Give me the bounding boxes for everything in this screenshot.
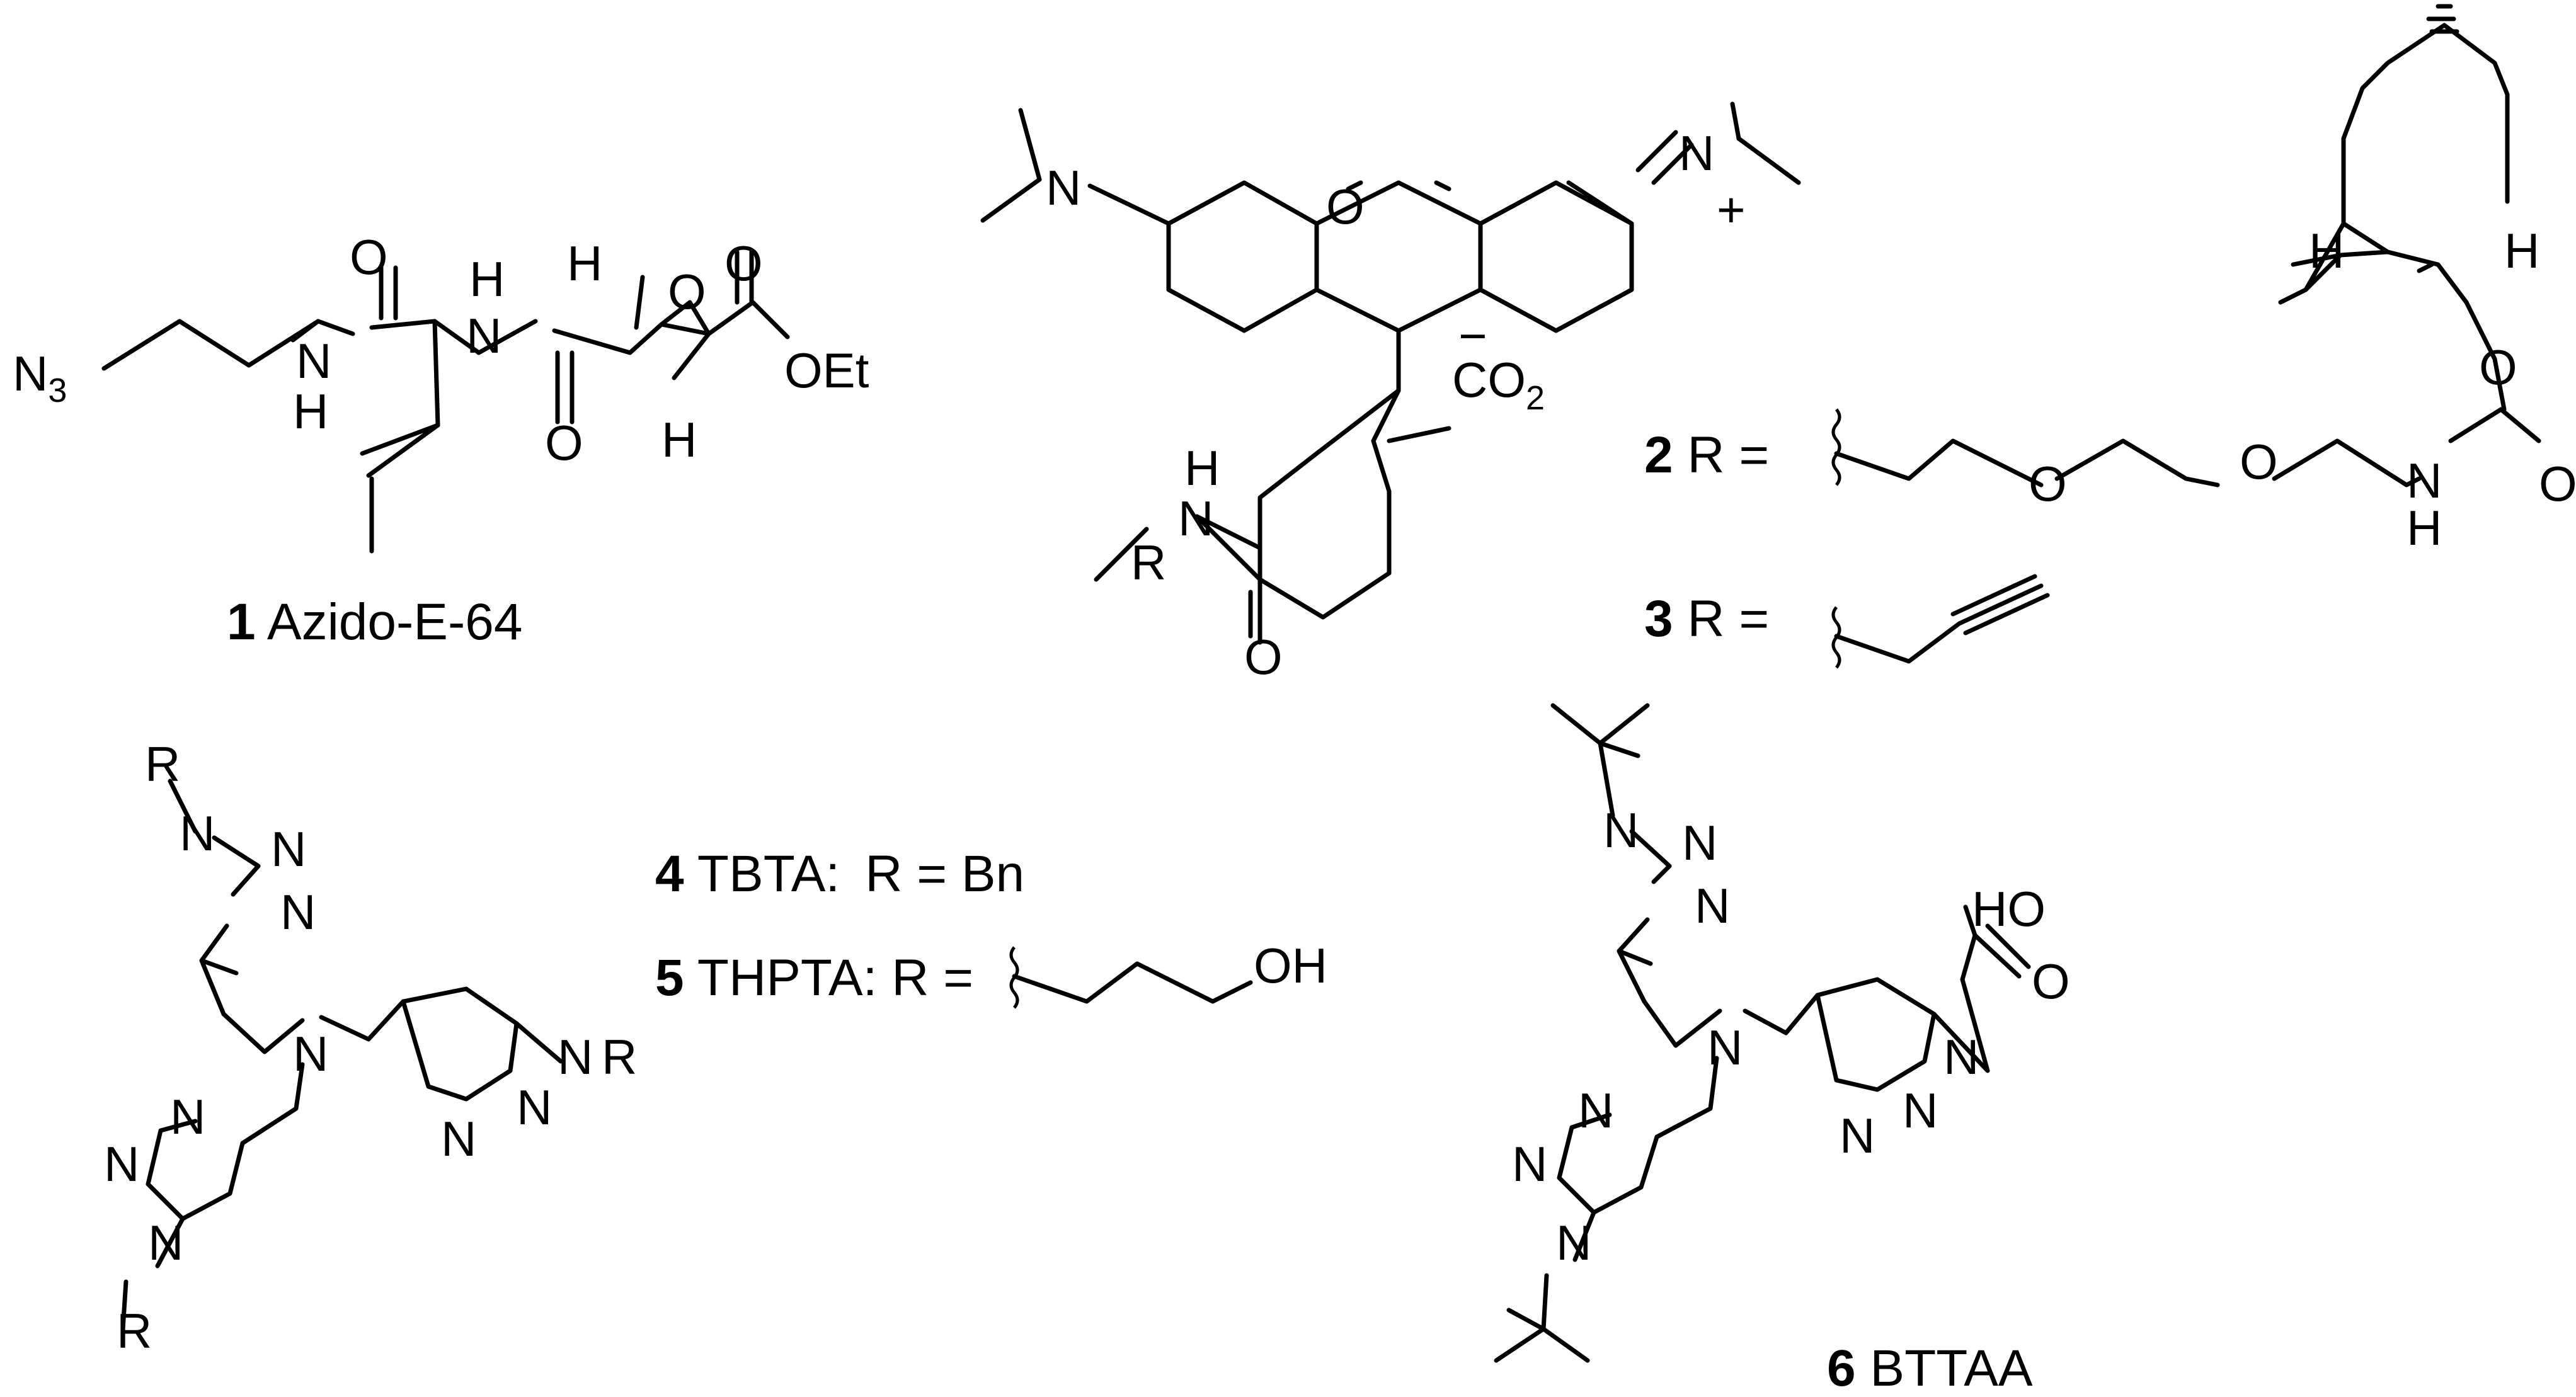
atom-label: N — [271, 821, 306, 877]
compound-2-structure — [1831, 4, 2541, 488]
atom-label: HO — [1972, 881, 2046, 937]
atom-label: N — [1679, 125, 1714, 181]
atom-label: O — [2240, 434, 2278, 489]
atom-label: O — [1244, 629, 1283, 685]
atom-label: O — [1326, 179, 1365, 234]
atom-label: R — [1131, 535, 1166, 590]
atom-label: N — [441, 1111, 476, 1166]
atom-label: N — [517, 1080, 552, 1135]
atom-label: N — [1512, 1136, 1547, 1192]
compound-2-label: 2 R = — [1644, 426, 1769, 484]
atom-label: O — [2539, 456, 2576, 511]
atom-label: OH — [1254, 938, 1327, 993]
bttaa-structure — [1494, 703, 2031, 1363]
charge-label: − — [1458, 308, 1487, 363]
atom-label: R — [145, 736, 180, 792]
atom-label: H — [567, 236, 602, 291]
atom-label: O — [2032, 954, 2070, 1009]
atom-label: O — [2479, 339, 2517, 395]
atom-label: N — [558, 1029, 593, 1085]
atom-label: O — [545, 415, 583, 470]
atom-label: N — [296, 333, 331, 389]
atom-label: H — [2309, 223, 2344, 278]
atom-label: N — [466, 308, 501, 363]
atom-label: N — [1178, 491, 1213, 546]
atom-label: O — [668, 264, 706, 319]
atom-label: N — [1603, 802, 1639, 858]
tbta-structure — [120, 778, 563, 1331]
rhodamine-structure — [980, 101, 1801, 645]
atom-label: O — [2029, 456, 2067, 511]
atom-label: N — [2407, 453, 2442, 508]
atom-label: N — [1903, 1083, 1938, 1138]
atom-label: N — [1840, 1108, 1875, 1163]
atom-label: R — [117, 1303, 152, 1359]
atom-label: N — [1695, 878, 1730, 933]
compound-5-label: 5 THPTA: R = — [655, 949, 973, 1006]
compound-1-structure — [101, 249, 790, 554]
atom-label: N — [170, 1089, 205, 1144]
atom-label: H — [1184, 440, 1220, 496]
atom-label: N — [1556, 1215, 1591, 1270]
atom-label: O — [724, 236, 763, 291]
atom-label: N — [1943, 1029, 1979, 1085]
compound-5-structure — [1009, 946, 1253, 1009]
atom-label: H — [661, 412, 697, 467]
atom-label: H — [293, 384, 328, 439]
atom-label: N — [1046, 160, 1081, 215]
atom-label: CO2 — [1452, 352, 1545, 417]
atom-label: N — [148, 1215, 183, 1270]
atom-label: OEt — [784, 343, 869, 398]
atom-label: N — [180, 806, 215, 861]
atom-label: H — [2407, 500, 2442, 556]
atom-label: N3 — [13, 346, 67, 409]
atom-label: O — [350, 229, 388, 285]
compound-3-label: 3 R = — [1644, 590, 1769, 647]
compound-4-label: 4 TBTA:R = Bn — [655, 845, 1024, 903]
atom-label: N — [280, 884, 316, 940]
compound-3-structure — [1831, 574, 2050, 669]
compound-6-caption: 6 BTTAA — [1827, 1340, 2033, 1397]
atom-label: R — [602, 1029, 637, 1085]
atom-label: N — [1578, 1083, 1613, 1138]
compound-1-caption: 1 Azido-E-64 — [227, 593, 523, 651]
atom-label: H — [469, 251, 505, 307]
atom-label: N — [1707, 1020, 1743, 1075]
atom-label: N — [293, 1026, 328, 1081]
atom-label: N — [1682, 815, 1717, 870]
charge-label: + — [1717, 182, 1746, 237]
atom-label: N — [104, 1136, 139, 1192]
atom-label: H — [2504, 223, 2539, 278]
